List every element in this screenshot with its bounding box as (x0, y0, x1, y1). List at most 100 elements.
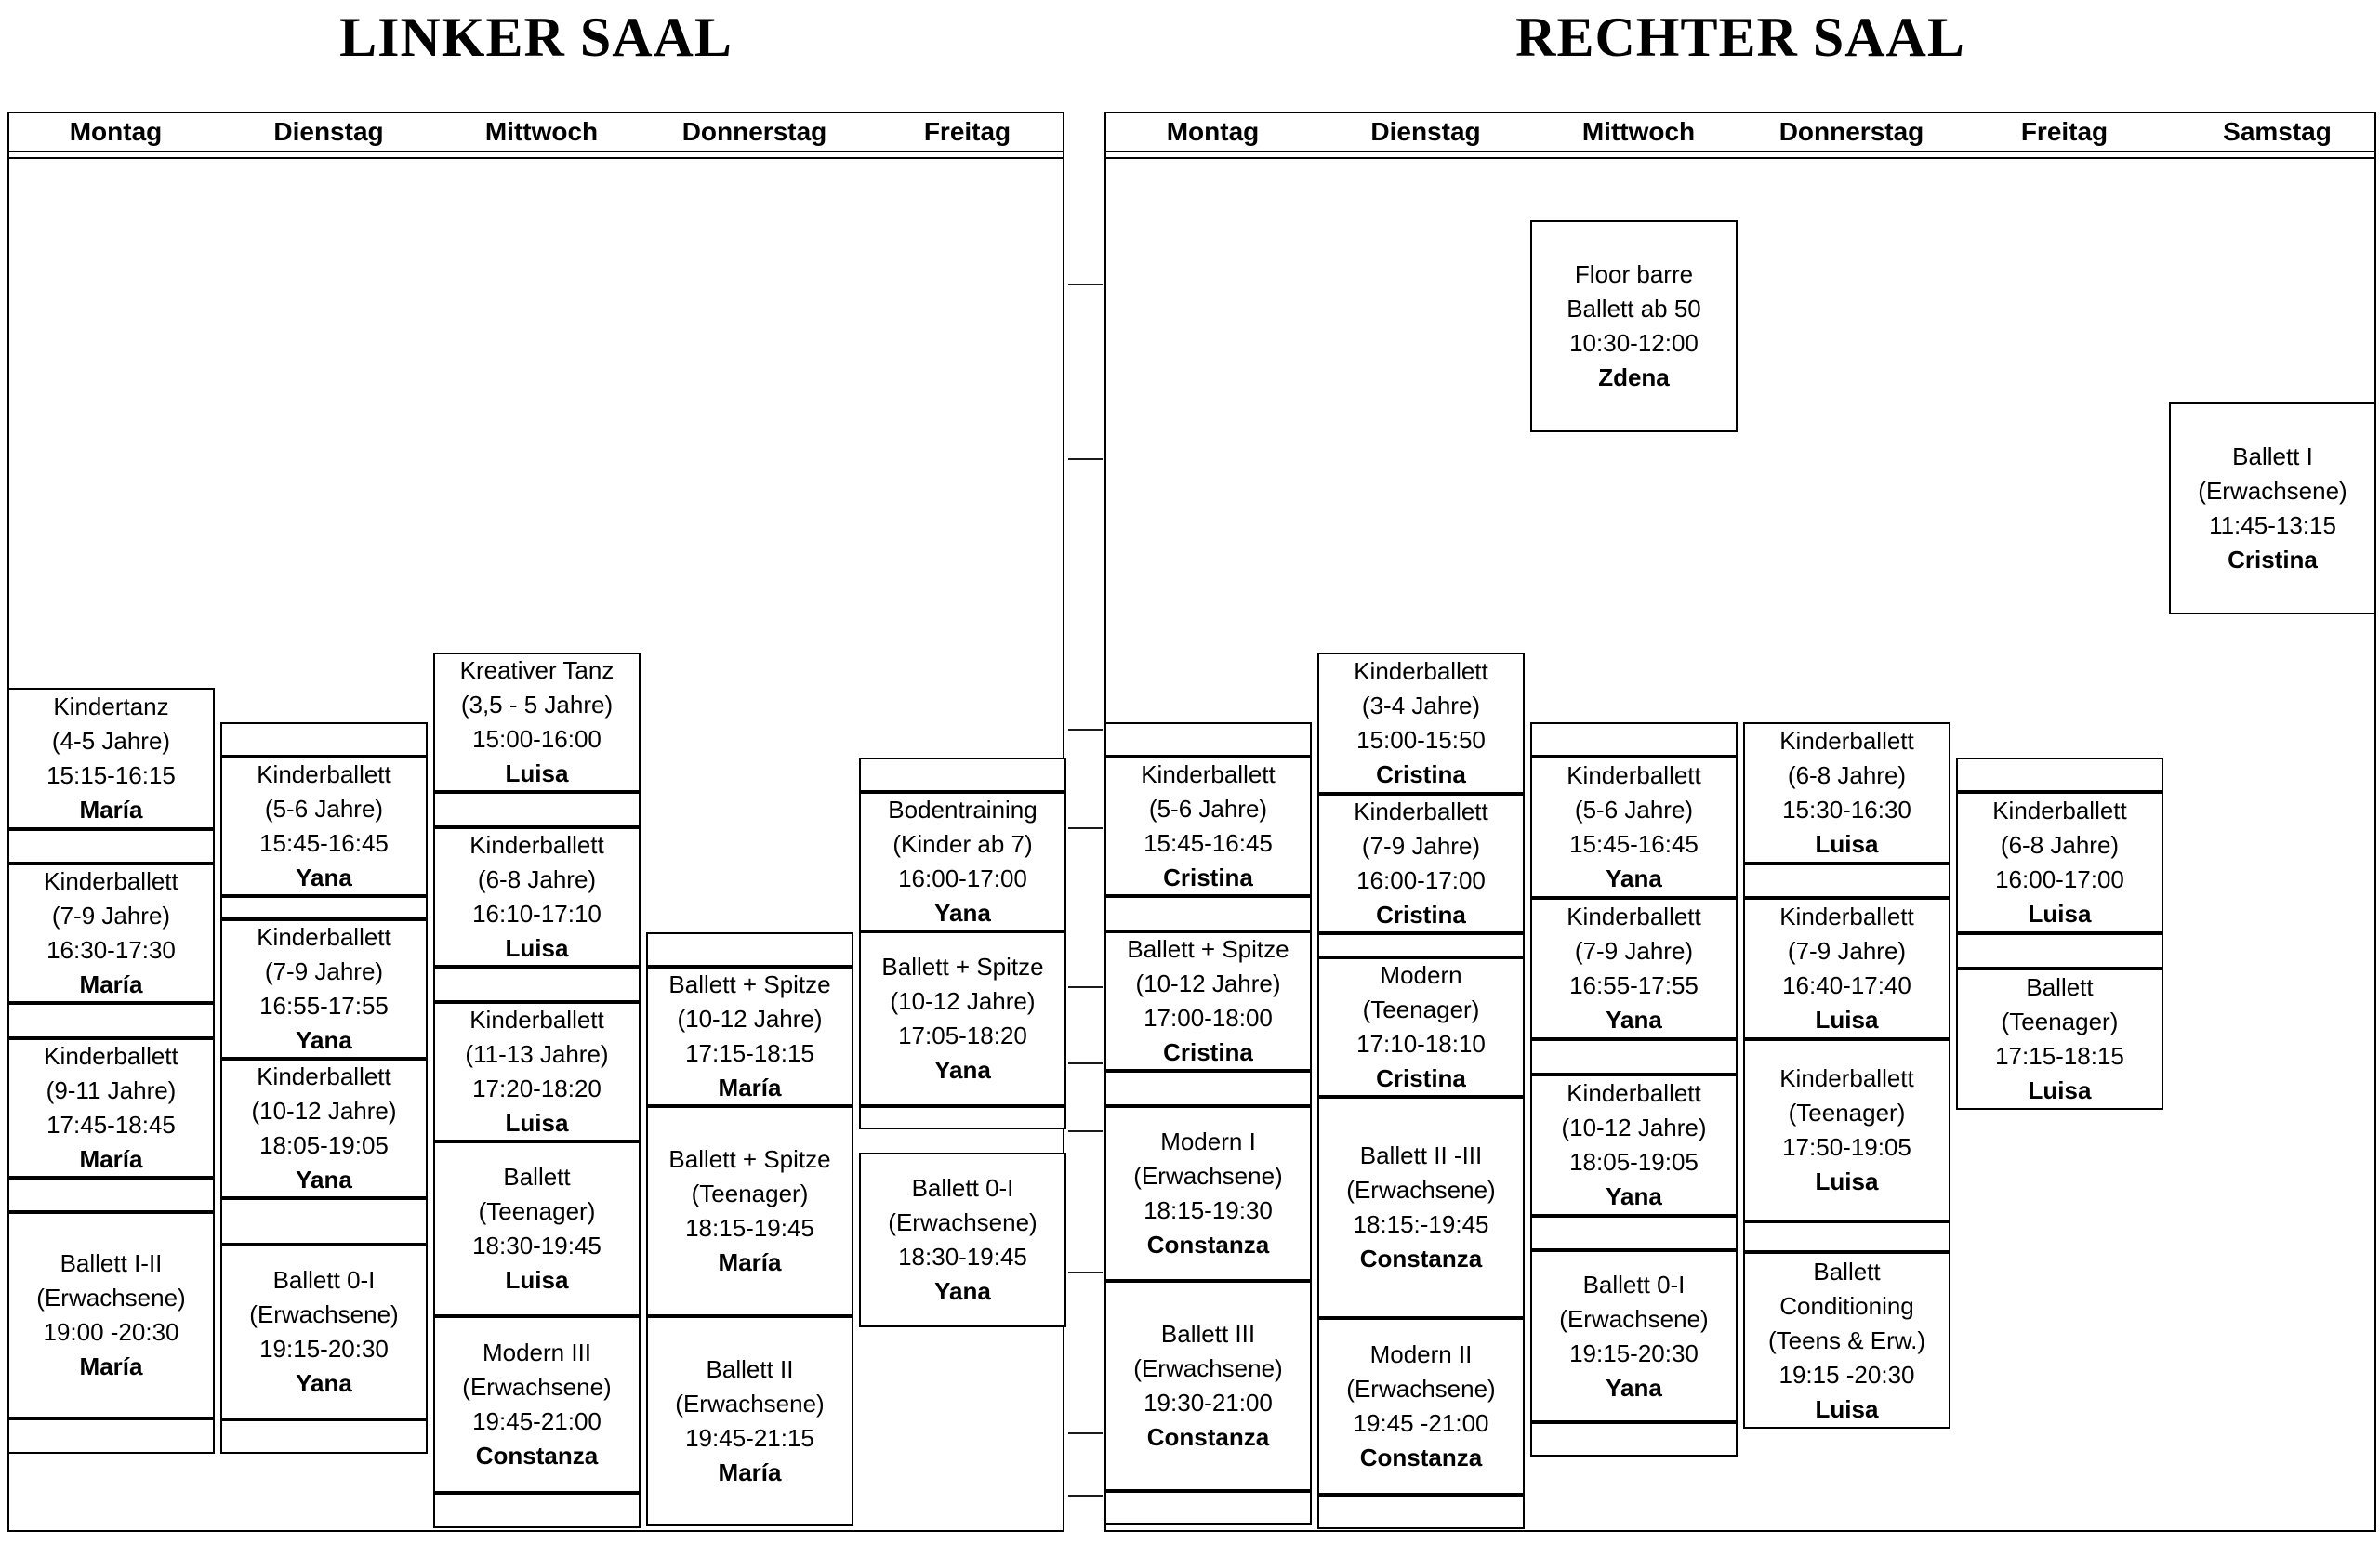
class-subtitle: Conditioning (1779, 1291, 1914, 1320)
class-title: Kinderballett (1567, 903, 1701, 930)
class-subtitle: (Erwachsene) (1346, 1176, 1496, 1204)
class-title: Modern I (1160, 1128, 1256, 1155)
class-subtitle: (Erwachsene) (2198, 477, 2347, 505)
class-teacher: María (718, 1074, 782, 1101)
class-teacher: Yana (296, 1026, 352, 1054)
class-teacher: María (79, 1145, 143, 1173)
class-teacher: Yana (934, 1056, 991, 1084)
class-title: Ballett + Spitze (668, 970, 831, 998)
class-time: 15:30-16:30 (1782, 796, 1911, 824)
class-title: Kinderballett (257, 1062, 391, 1090)
class-subtitle: (Teenager) (1362, 996, 1480, 1023)
class-teacher: Luisa (505, 759, 569, 787)
class-title: Kinderballett (1567, 761, 1701, 789)
class-time: 17:00-18:00 (1144, 1004, 1273, 1032)
spacer-box (1743, 1221, 1950, 1252)
grid-tick (1068, 458, 1103, 460)
class-block: Ballett + Spitze(10-12 Jahre)17:15-18:15… (646, 967, 853, 1106)
class-subtitle: (10-12 Jahre) (1561, 1114, 1707, 1141)
class-subtitle: (5-6 Jahre) (264, 795, 384, 823)
class-title: Kinderballett (1779, 1064, 1914, 1092)
class-subtitle: (3,5 - 5 Jahre) (460, 691, 614, 719)
class-time: 19:15 -20:30 (1778, 1360, 1915, 1389)
spacer-box (1104, 722, 1312, 757)
class-teacher: Constanza (1359, 1444, 1483, 1471)
grid-tick (1068, 284, 1103, 285)
spacer-box (433, 1493, 641, 1528)
class-teacher: Yana (1606, 864, 1662, 892)
class-time: 19:45-21:00 (472, 1407, 602, 1435)
spacer-box (7, 1003, 215, 1038)
class-time: 18:05-19:05 (1569, 1148, 1699, 1176)
spacer-box (1104, 1491, 1312, 1525)
class-time: 16:55-17:55 (1569, 971, 1699, 999)
grid-tick (1068, 1062, 1103, 1064)
class-title: Ballett III (1160, 1320, 1256, 1348)
class-teacher: Luisa (505, 1266, 569, 1294)
class-subtitle: (6-8 Jahre) (1787, 761, 1907, 789)
class-teacher: Luisa (2028, 1076, 2092, 1104)
class-time: 16:00-17:00 (898, 864, 1027, 892)
class-teacher: Yana (1606, 1182, 1662, 1210)
class-title: Modern II (1369, 1340, 1473, 1368)
spacer-box (7, 829, 215, 864)
class-time: 18:05-19:05 (259, 1131, 389, 1159)
spacer-box (1317, 1495, 1525, 1529)
class-teacher: Constanza (475, 1442, 599, 1470)
class-title: Modern III (482, 1339, 592, 1366)
class-subtitle: (5-6 Jahre) (1574, 796, 1694, 824)
class-time: 17:50-19:05 (1782, 1133, 1911, 1161)
grid-tick (1068, 827, 1103, 829)
class-subtitle: (7-9 Jahre) (264, 957, 384, 985)
class-title: Ballett + Spitze (881, 953, 1044, 981)
class-subtitle: (Erwachsene) (1133, 1354, 1283, 1382)
class-subtitle: (Erwachsene) (249, 1300, 399, 1328)
left-hall-title: LINKER SAAL (339, 7, 733, 68)
class-teacher: Yana (296, 864, 352, 891)
class-subtitle: (Erwachsene) (462, 1373, 612, 1401)
grid-tick (1068, 729, 1103, 731)
class-subtitle: (Erwachsene) (675, 1390, 825, 1418)
class-subtitle: (Teens & Erw.) (1767, 1325, 1926, 1354)
class-title: Kinderballett (1141, 760, 1276, 788)
day-header-mittwoch: Mittwoch (1581, 117, 1696, 146)
spacer-box (433, 967, 641, 1002)
left-header-underline (7, 157, 1064, 159)
class-time: 16:00-17:00 (1995, 865, 2124, 893)
class-time: 16:10-17:10 (472, 900, 602, 928)
class-title: Ballett 0-I (1582, 1270, 1686, 1299)
class-block: Ballett + Spitze(10-12 Jahre)17:05-18:20… (859, 931, 1066, 1106)
class-subtitle: (7-9 Jahre) (1787, 937, 1907, 965)
class-time: 17:10-18:10 (1356, 1030, 1486, 1058)
class-title: Ballett 0-I (272, 1266, 376, 1294)
class-subtitle: (10-12 Jahre) (1135, 969, 1281, 997)
class-title: Kinderballett (1354, 657, 1488, 685)
class-title: Ballett + Spitze (668, 1145, 831, 1173)
class-title: Kinderballett (1354, 798, 1488, 825)
spacer-box (7, 1418, 215, 1454)
class-time: 16:40-17:40 (1782, 971, 1911, 999)
spacer-box (7, 1178, 215, 1212)
class-subtitle: (3-4 Jahre) (1361, 692, 1481, 719)
class-block: Ballett + Spitze(10-12 Jahre)17:00-18:00… (1104, 931, 1312, 1071)
class-teacher: Yana (1606, 1373, 1662, 1402)
day-header-freitag: Freitag (2020, 117, 2109, 146)
class-teacher: Yana (1606, 1006, 1662, 1034)
class-subtitle: (10-12 Jahre) (251, 1097, 397, 1125)
